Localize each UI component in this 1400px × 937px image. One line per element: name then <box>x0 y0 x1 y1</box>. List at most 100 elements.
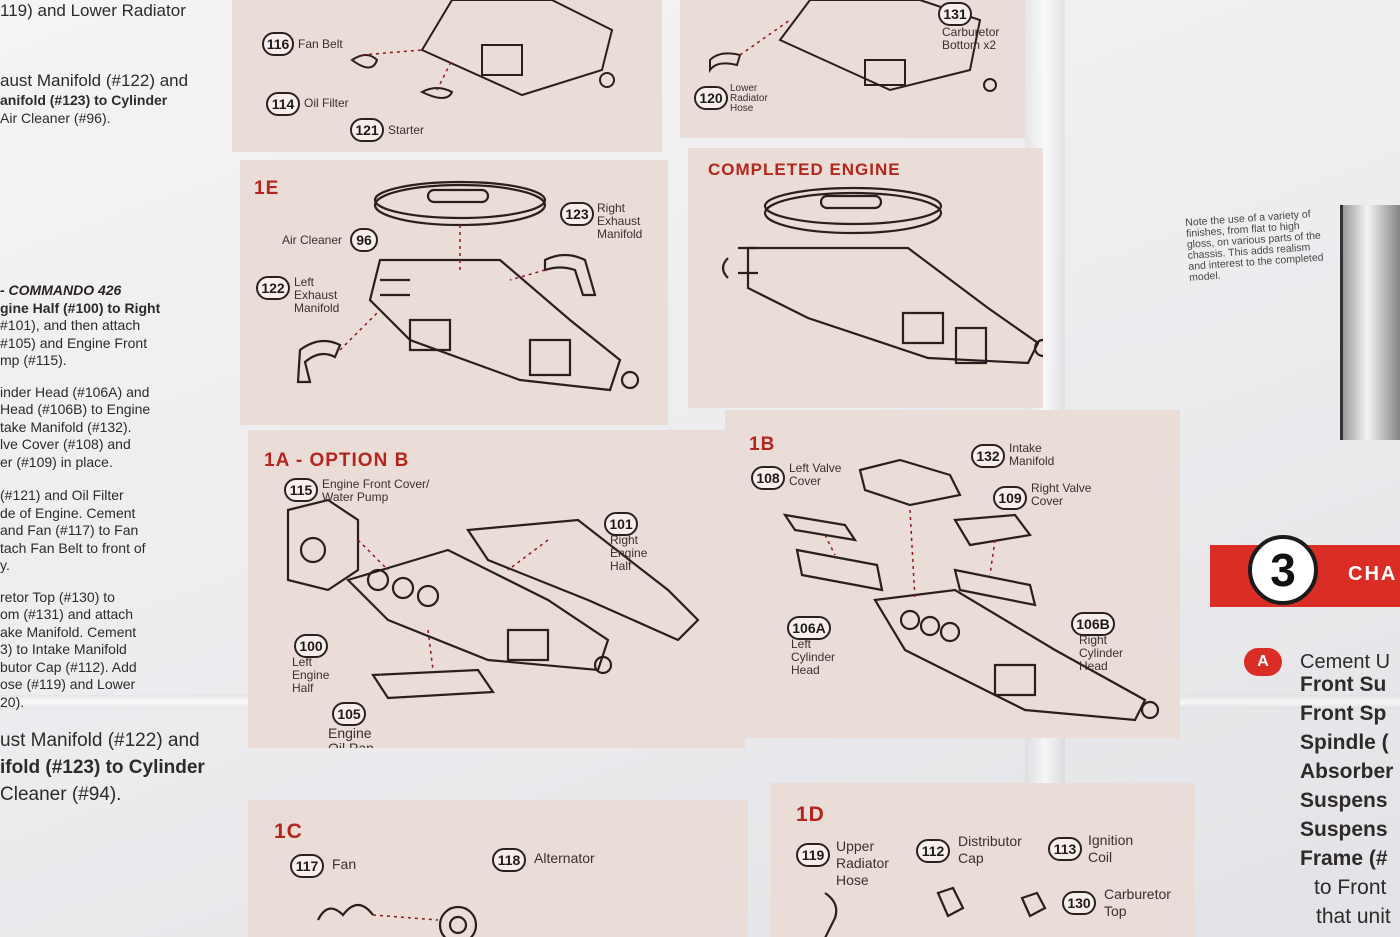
text-line: 3) to Intake Manifold <box>0 641 127 657</box>
part-number-badge: 114 <box>266 92 300 116</box>
part-callout: Left Valve Cover <box>789 461 842 488</box>
text-line: inder Head (#106A) and <box>0 383 150 400</box>
part-callout: Engine Oil Pan <box>328 725 374 749</box>
engine-drawing <box>317 903 478 937</box>
part-number-badge: 101 <box>604 512 638 536</box>
part-number-badge: 116 <box>262 32 294 56</box>
panel-1f-partial: 116 Fan Belt 114 Oil Filter 121 Starter <box>232 0 662 152</box>
text-line: butor Cap (#112). Add <box>0 658 137 675</box>
text-line: Frame (# <box>1300 847 1388 870</box>
part-number-badge: 121 <box>350 118 384 142</box>
step-text-top: 119) and Lower Radiator <box>0 2 215 20</box>
text-line: Front Su <box>1300 673 1387 696</box>
panel-1c: 1C 117 Fan 118 Alternator <box>248 800 748 937</box>
text-line: Cleaner (#94). <box>0 784 122 805</box>
part-number-badge: 96 <box>350 228 378 252</box>
part-number-badge: 100 <box>294 634 328 658</box>
step-label: 1B <box>749 434 776 455</box>
part-callout: Right Valve Cover <box>1031 481 1092 508</box>
text-line: Suspens <box>1300 818 1388 841</box>
part-callout: Alternator <box>534 850 595 866</box>
part-number-badge: 117 <box>290 854 324 878</box>
part-callout: Left Cylinder Head <box>791 637 836 677</box>
part-number-badge: 120 <box>694 86 728 110</box>
text-line: ifold (#123) to Cylinder <box>0 757 205 778</box>
step-label: 1E <box>254 178 280 199</box>
text-line: Front Sp <box>1300 702 1387 725</box>
finish-note: Note the use of a variety of finishes, f… <box>1184 208 1324 284</box>
step-3a-text: Cement U <box>1300 648 1400 677</box>
text-line: gine Half (#100) to Right <box>0 299 161 316</box>
part-callout: Ignition Coil <box>1088 832 1134 865</box>
part-number-badge: 109 <box>993 486 1027 510</box>
sub-step-label: A <box>1257 653 1269 670</box>
part-callout: Lower Radiator Hose <box>730 83 768 114</box>
text-line: 20). <box>0 693 25 710</box>
text-line: 119) and Lower Radiator <box>0 1 186 20</box>
text-line: er (#109) in place. <box>0 453 113 470</box>
text-line: (#121) and Oil Filter <box>0 487 124 503</box>
part-callout: Starter <box>388 123 425 137</box>
text-line: aust Manifold (#122) and <box>0 71 189 90</box>
part-callout: Right Engine Half <box>610 533 648 573</box>
step-text-block-2: - COMMANDO 426 gine Half (#100) to Right… <box>0 282 215 711</box>
engine-drawing <box>824 886 1047 937</box>
panel-1g-partial: 131 Carburetor Bottom x2 120 Lower Radia… <box>680 0 1025 138</box>
step-3-banner: 3 CHA <box>1210 535 1400 607</box>
text-line: retor Top (#130) to <box>0 588 115 605</box>
part-number-badge: 106A <box>787 616 831 640</box>
engine-drawing <box>709 0 997 92</box>
part-number-badge: 113 <box>1048 837 1082 861</box>
text-line: Head (#106B) to Engine <box>0 401 151 417</box>
part-number-badge: 122 <box>256 276 290 300</box>
part-number-badge: 119 <box>796 843 830 867</box>
part-number-badge: 112 <box>916 839 950 863</box>
text-line: ust Manifold (#122) and <box>0 730 200 751</box>
text-line: Suspens <box>1300 789 1388 812</box>
text-line: to Front <box>1314 876 1387 899</box>
text-line: ose (#119) and Lower <box>0 676 136 692</box>
step-label: 1D <box>796 803 825 826</box>
part-callout: Air Cleaner <box>282 233 343 247</box>
text-line: Spindle ( <box>1300 731 1389 754</box>
section-heading: - COMMANDO 426 <box>0 282 122 298</box>
step-label: 1C <box>274 820 303 843</box>
text-line: lve Cover (#108) and <box>0 436 131 452</box>
part-callout: Oil Filter <box>304 96 349 110</box>
part-callout: Engine Front Cover/ Water Pump <box>322 477 430 504</box>
text-line: ake Manifold. Cement <box>0 623 137 640</box>
chassis-photo <box>1340 205 1400 440</box>
panel-1e: 1E Air Cleaner 96 123 Right Exhaust Mani… <box>240 160 668 425</box>
part-callout: Distributor Cap <box>958 833 1022 866</box>
part-callout: Right Exhaust Manifold <box>597 201 643 241</box>
part-callout: Left Exhaust Manifold <box>294 275 340 315</box>
step-text-block-1: aust Manifold (#122) and anifold (#123) … <box>0 70 215 127</box>
engine-drawing <box>296 180 640 392</box>
step-3a-text-continued: Front Su Front Sp Spindle ( Absorber Sus… <box>1300 670 1400 931</box>
part-number-badge: 131 <box>938 2 972 26</box>
text-line: mp (#115). <box>0 352 67 368</box>
step-label: COMPLETED ENGINE <box>708 160 901 179</box>
part-number-badge: 123 <box>560 202 594 226</box>
text-line: Air Cleaner (#96). <box>0 109 111 126</box>
sub-step-badge: A <box>1244 648 1282 676</box>
part-number-badge: 106B <box>1071 612 1115 636</box>
text-line: take Manifold (#132). <box>0 418 132 435</box>
text-line: #105) and Engine Front <box>0 334 148 351</box>
part-callout: Fan Belt <box>298 37 343 51</box>
panel-1a-option-b: 1A - OPTION B 115 Engine Front Cover/ Wa… <box>248 430 745 748</box>
text-line: anifold (#123) to Cylinder <box>0 92 168 108</box>
part-callout: Right Cylinder Head <box>1079 633 1124 673</box>
part-callout: Intake Manifold <box>1009 441 1055 468</box>
part-number-badge: 105 <box>332 702 366 726</box>
engine-drawing <box>782 458 1160 722</box>
text-line: and Fan (#117) to Fan <box>0 522 139 538</box>
text-line: #101), and then attach <box>0 317 141 333</box>
step-number-badge: 3 <box>1248 535 1318 605</box>
part-number-badge: 108 <box>751 466 785 490</box>
text-line: that unit <box>1316 905 1391 928</box>
engine-drawing <box>286 498 700 700</box>
text-line: y. <box>0 557 10 573</box>
part-callout: Fan <box>332 856 357 872</box>
